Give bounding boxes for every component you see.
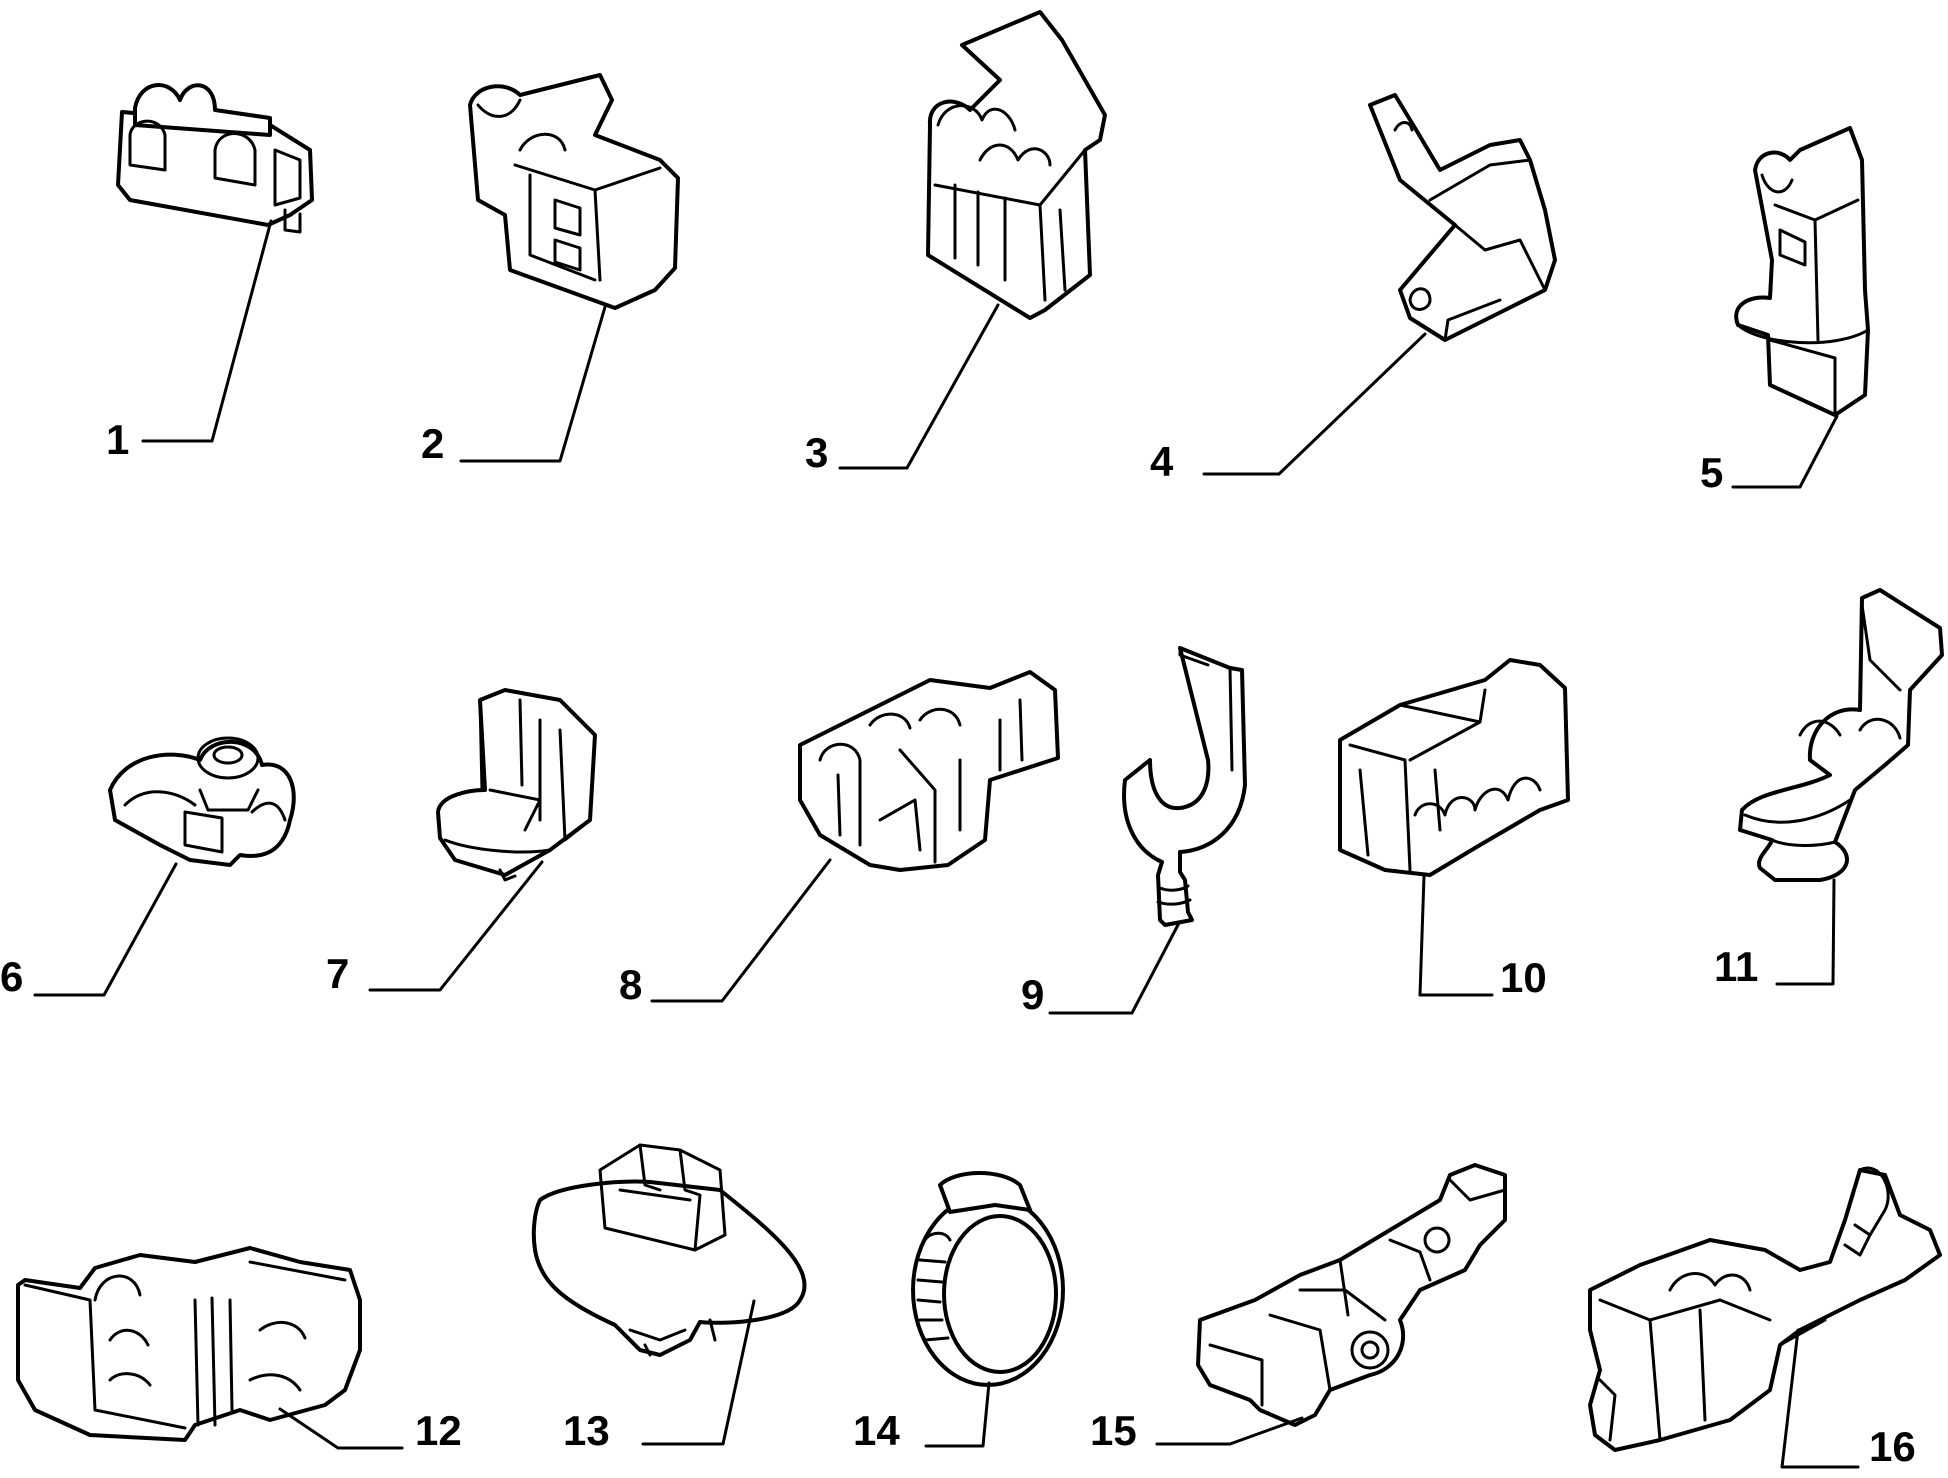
leader-3: [838, 303, 1000, 470]
multi-pipe-clip-icon: [798, 670, 1060, 872]
oval-plate-clip-icon: [531, 1143, 807, 1357]
hinged-bracket-clip-icon: [926, 10, 1107, 320]
leader-13: [641, 1299, 756, 1446]
part-13: 13: [531, 1143, 807, 1454]
part-8: 8: [619, 670, 1060, 1008]
callout-1: 1: [106, 416, 129, 463]
block-pipe-clip-icon: [468, 73, 680, 310]
part-5: 5: [1700, 126, 1870, 496]
leader-8: [650, 858, 832, 1003]
callout-3: 3: [805, 429, 828, 476]
flange-clip-icon: [1738, 588, 1944, 882]
part-12: 12: [16, 1246, 462, 1454]
callout-15: 15: [1090, 1407, 1137, 1454]
callout-9: 9: [1021, 971, 1044, 1018]
part-7: 7: [326, 688, 597, 997]
twin-pipe-clip-icon: [116, 83, 314, 234]
leader-1: [141, 219, 273, 443]
part-16: 16: [1588, 1166, 1942, 1470]
callout-16: 16: [1869, 1423, 1916, 1470]
part-1: 1: [106, 83, 314, 463]
callout-2: 2: [421, 420, 444, 467]
part-11: 11: [1714, 588, 1944, 990]
callout-7: 7: [326, 950, 349, 997]
push-mount-clip-icon: [1734, 126, 1870, 417]
part-9: 9: [1021, 646, 1247, 1018]
callout-4: 4: [1150, 438, 1174, 485]
leader-5: [1731, 414, 1839, 489]
leader-16: [1780, 1328, 1860, 1469]
triple-pipe-clip-icon: [1338, 658, 1570, 877]
angled-bracket-clip-icon: [1368, 93, 1557, 342]
leader-6: [33, 862, 178, 997]
part-10: 10: [1338, 658, 1570, 1001]
leader-12: [278, 1407, 404, 1450]
part-2: 2: [421, 73, 680, 467]
part-14: 14: [853, 1171, 1065, 1454]
lever-mount-clip-icon: [1588, 1166, 1942, 1452]
leader-4: [1202, 332, 1427, 476]
callout-6: 6: [0, 953, 23, 1000]
callout-14: 14: [853, 1407, 900, 1454]
leader-2: [459, 305, 607, 463]
callout-13: 13: [563, 1407, 610, 1454]
base-clip-icon: [436, 688, 597, 882]
part-4: 4: [1150, 93, 1557, 485]
leader-11: [1775, 878, 1836, 986]
callout-5: 5: [1700, 449, 1723, 496]
leader-10: [1418, 874, 1494, 997]
leader-15: [1155, 1416, 1304, 1446]
hose-clamp-icon: [911, 1171, 1065, 1387]
callout-12: 12: [415, 1407, 462, 1454]
double-cradle-clip-icon: [16, 1246, 362, 1442]
part-15: 15: [1090, 1163, 1507, 1454]
leader-9: [1048, 921, 1181, 1015]
callout-10: 10: [1500, 954, 1547, 1001]
callout-8: 8: [619, 961, 642, 1008]
part-3: 3: [805, 10, 1107, 476]
leader-14: [924, 1381, 991, 1448]
j-hook-clip-icon: [1122, 646, 1247, 927]
bracket-rail-clip-icon: [1196, 1163, 1507, 1427]
stud-clip-icon: [108, 736, 296, 867]
leader-7: [368, 860, 544, 992]
part-6: 6: [0, 736, 296, 1000]
callout-11: 11: [1714, 943, 1758, 990]
